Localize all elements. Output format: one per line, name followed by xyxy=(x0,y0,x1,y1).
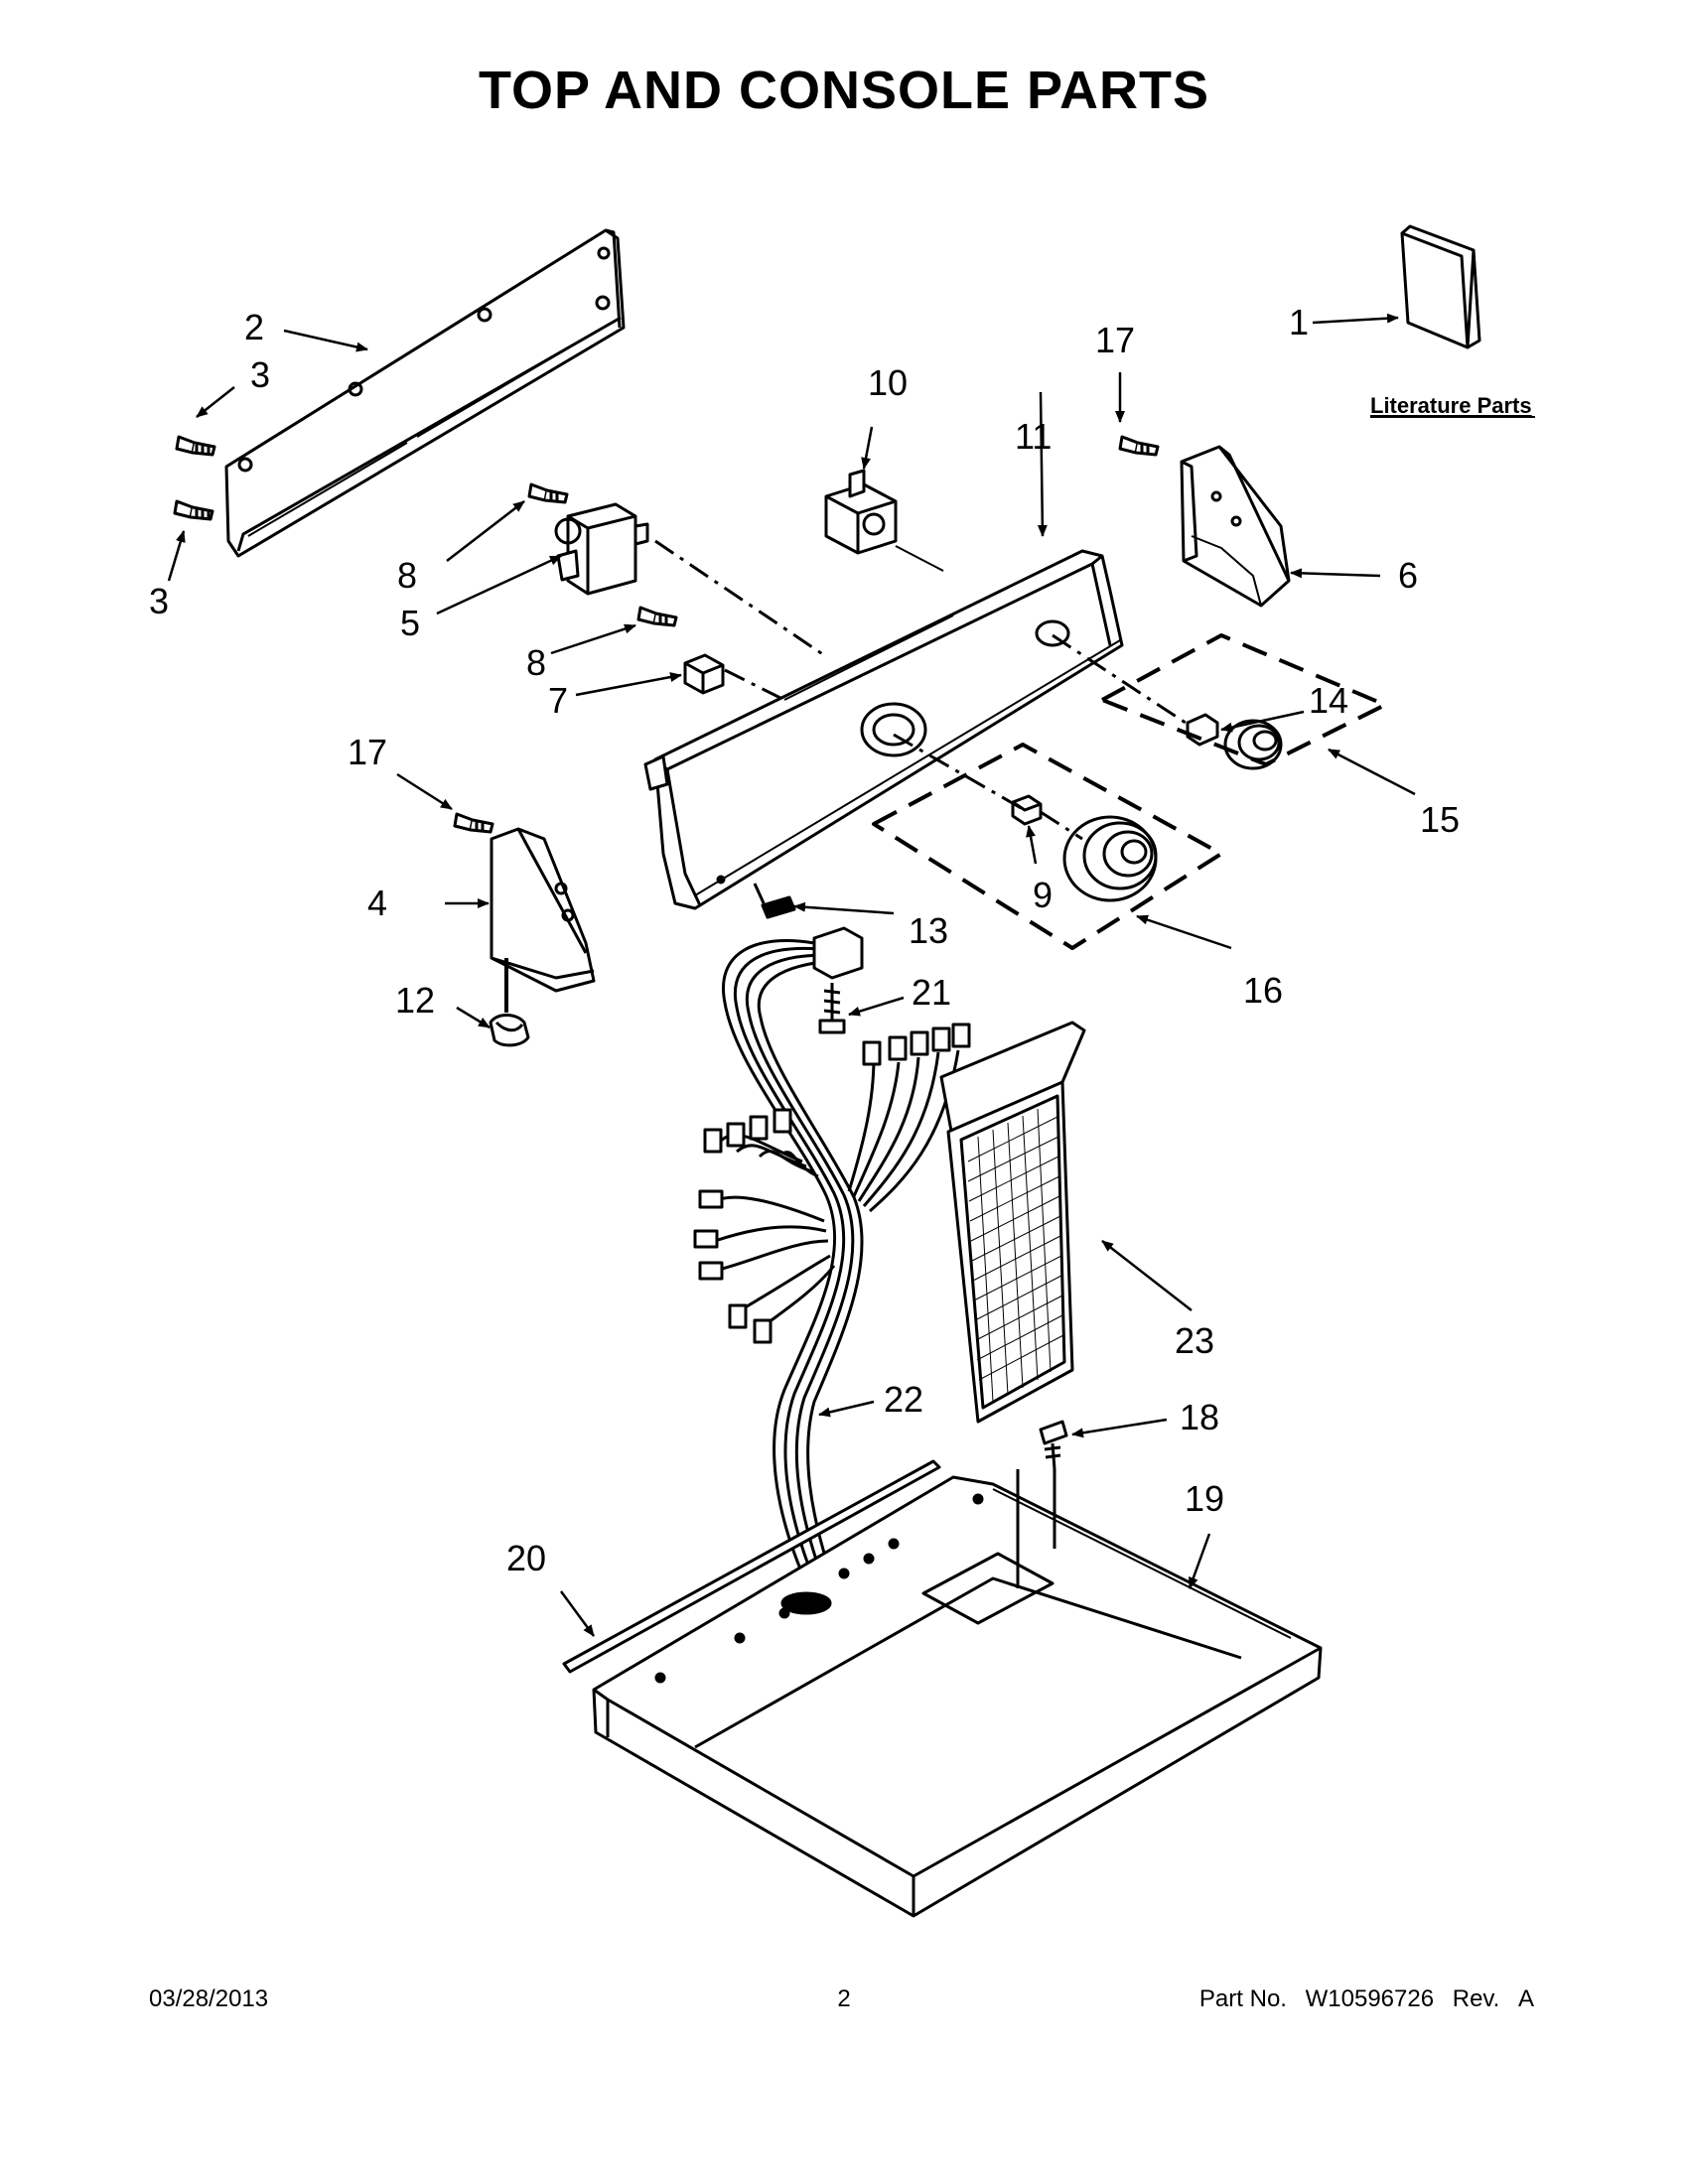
page-title: TOP AND CONSOLE PARTS xyxy=(478,61,1210,120)
knob-large xyxy=(1062,815,1158,902)
screw-3a xyxy=(175,435,216,457)
callout-12: 12 xyxy=(395,980,435,1021)
callout-21: 21 xyxy=(912,972,951,1013)
callout-9: 9 xyxy=(1033,875,1053,915)
top-seal-strip xyxy=(562,1459,941,1674)
callout-17a: 17 xyxy=(1095,320,1135,360)
rev-label: Rev. xyxy=(1452,1985,1500,2012)
callout-8b: 8 xyxy=(526,642,546,683)
screw-3b xyxy=(173,499,214,521)
callout-10: 10 xyxy=(868,362,908,403)
callout-16: 16 xyxy=(1243,970,1283,1011)
callout-numbers: 1 2 3 3 4 5 6 7 8 8 9 10 11 12 13 14 15 … xyxy=(149,302,1535,1578)
callout-4: 4 xyxy=(367,883,387,923)
callout-18: 18 xyxy=(1180,1397,1219,1437)
start-switch xyxy=(824,469,944,572)
screw-18 xyxy=(1039,1420,1068,1470)
knob-assembly-box-15 xyxy=(1100,633,1387,766)
footer-part-number: Part No. W10596726 Rev. A xyxy=(1188,1985,1534,2013)
callout-14: 14 xyxy=(1309,680,1348,721)
screw-17b xyxy=(453,812,494,834)
callout-15: 15 xyxy=(1420,799,1460,840)
screw-8a xyxy=(527,482,569,504)
callout-8a: 8 xyxy=(397,555,417,596)
screw-8b xyxy=(636,606,678,627)
callout-1: 1 xyxy=(1289,302,1309,342)
timer-switch xyxy=(554,502,649,596)
callout-23: 23 xyxy=(1175,1320,1214,1361)
console-rear-panel xyxy=(224,228,626,558)
knob-clip-7 xyxy=(683,653,725,695)
knob-assembly-box-16 xyxy=(872,743,1223,950)
callout-2: 2 xyxy=(244,307,264,347)
rev-value: A xyxy=(1517,1985,1534,2012)
footer-date: 03/28/2013 xyxy=(149,1985,269,2012)
callout-22: 22 xyxy=(884,1379,923,1420)
callout-6: 6 xyxy=(1398,555,1418,596)
literature-booklet xyxy=(1400,224,1481,349)
console-end-cap-left xyxy=(490,827,596,1013)
knob-clip-9 xyxy=(1011,794,1043,826)
callout-7: 7 xyxy=(548,680,568,721)
callout-5: 5 xyxy=(400,603,420,643)
wire-harness xyxy=(693,926,971,1585)
console-control-panel xyxy=(643,549,1124,910)
part-number: W10596726 xyxy=(1305,1985,1435,2012)
callout-3b: 3 xyxy=(149,581,169,621)
callout-13: 13 xyxy=(909,910,948,951)
cord-clip xyxy=(489,1014,530,1047)
literature-parts-label: Literature Parts xyxy=(1370,393,1532,418)
screw-21 xyxy=(818,983,846,1034)
callout-17b: 17 xyxy=(348,732,387,772)
alignment-lines xyxy=(654,539,1193,906)
footer-page-number: 2 xyxy=(837,1985,851,2012)
leader-arrows xyxy=(167,313,1416,1637)
console-end-cap-right xyxy=(1180,445,1291,608)
top-panel xyxy=(592,1469,1323,1918)
part-label: Part No. xyxy=(1198,1985,1287,2012)
knob-small xyxy=(1223,719,1283,770)
lint-screen xyxy=(939,1021,1086,1424)
screw-17a xyxy=(1118,435,1160,457)
callout-3a: 3 xyxy=(250,354,270,395)
console-pad xyxy=(761,895,796,919)
callout-11: 11 xyxy=(1015,416,1052,457)
knob-clip-14 xyxy=(1186,713,1219,747)
callout-19: 19 xyxy=(1185,1478,1224,1519)
callout-20: 20 xyxy=(506,1538,546,1578)
